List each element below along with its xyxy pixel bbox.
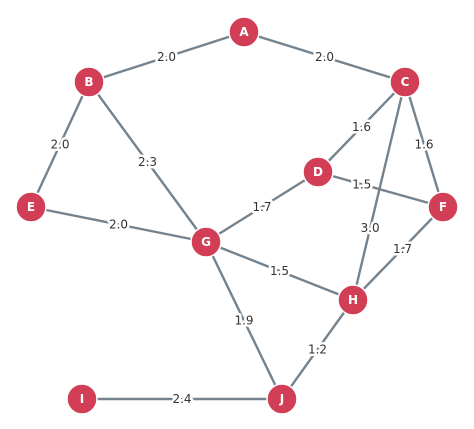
edge-weight-label-d-g: 1.7 <box>252 200 271 214</box>
edge-weight-label-d-f: 1.5 <box>352 177 371 191</box>
edge-labels-layer: 2.0 2.0 2.0 2.3 1.6 1.6 3.0 1.5 1.7 2.0 1.7 1.5 1.9 1… <box>48 48 436 409</box>
node-b: B <box>73 66 105 98</box>
edges-layer <box>29 30 445 401</box>
node-circle-h <box>337 284 369 316</box>
node-circle-i <box>66 383 98 415</box>
edge-weight-label-b-e: 2.0 <box>50 138 69 152</box>
node-circle-f <box>427 191 459 223</box>
edge-c-f <box>403 80 445 209</box>
edge-weight-label-a-b: 2.0 <box>157 50 176 64</box>
node-circle-j <box>266 383 298 415</box>
node-label-f: F <box>439 200 447 214</box>
edge-d-g <box>204 170 320 244</box>
node-circle-c <box>389 66 421 98</box>
edge-weight-label-f-h: 1.7 <box>393 242 412 256</box>
edge-weight-label-e-g: 2.0 <box>109 218 128 232</box>
edge-f-h <box>351 205 445 302</box>
edge-c-h <box>351 80 407 302</box>
edge-g-h <box>204 240 355 302</box>
node-circle-d <box>302 156 334 188</box>
edge-a-b <box>87 30 246 84</box>
edge-a-c <box>242 30 407 84</box>
node-e: E <box>15 191 47 223</box>
node-a: A <box>228 16 260 48</box>
edge-c-d <box>316 80 407 174</box>
node-circle-a <box>228 16 260 48</box>
node-label-h: H <box>348 293 358 307</box>
node-i: I <box>66 383 98 415</box>
node-label-i: I <box>80 392 84 406</box>
edge-weight-label-g-j: 1.9 <box>234 314 253 328</box>
edge-weight-label-c-f: 1.6 <box>414 138 433 152</box>
edge-weight-label-g-h: 1.5 <box>270 264 289 278</box>
edge-e-g <box>29 205 208 244</box>
node-label-b: B <box>84 75 93 89</box>
edge-weight-label-b-g: 2.3 <box>138 155 157 169</box>
node-label-a: A <box>239 25 249 39</box>
node-c: C <box>389 66 421 98</box>
edge-weight-label-h-j: 1.2 <box>308 343 327 357</box>
node-f: F <box>427 191 459 223</box>
node-h: H <box>337 284 369 316</box>
nodes-layer: A B C D E F G H I J <box>15 16 459 415</box>
node-g: G <box>190 226 222 258</box>
edge-b-g <box>87 80 208 244</box>
node-label-c: C <box>401 75 410 89</box>
edge-weight-label-c-h: 3.0 <box>361 221 380 235</box>
node-label-g: G <box>201 235 211 249</box>
node-circle-e <box>15 191 47 223</box>
edge-b-e <box>29 80 91 209</box>
edge-weight-label-a-c: 2.0 <box>315 50 334 64</box>
edge-d-f <box>316 170 445 209</box>
node-circle-b <box>73 66 105 98</box>
edge-weight-label-i-j: 2.4 <box>172 392 191 406</box>
edge-weight-label-c-d: 1.6 <box>352 120 371 134</box>
node-label-e: E <box>27 200 35 214</box>
edge-h-j <box>280 298 355 401</box>
node-label-d: D <box>313 165 323 179</box>
node-d: D <box>302 156 334 188</box>
node-circle-g <box>190 226 222 258</box>
node-label-j: J <box>279 392 284 406</box>
edge-g-j <box>204 240 284 401</box>
node-j: J <box>266 383 298 415</box>
